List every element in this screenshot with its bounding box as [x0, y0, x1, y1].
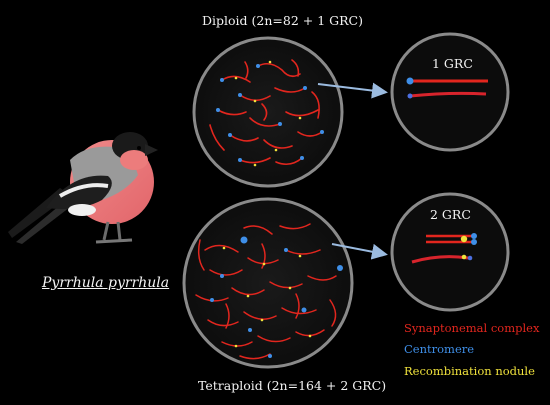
- bullfinch-illustration: [8, 132, 158, 244]
- grc-one-label: 1 GRC: [432, 56, 473, 71]
- species-name: Pyrrhula pyrrhula: [42, 275, 170, 291]
- grc-two-zoom: [390, 192, 510, 312]
- arrow-diploid: [317, 82, 388, 99]
- legend-centromere: Centromere: [404, 342, 475, 356]
- tetraploid-spread: [182, 197, 354, 369]
- tetraploid-label: Tetraploid (2n=164 + 2 GRC): [198, 378, 387, 393]
- diploid-spread: [192, 36, 344, 188]
- legend-recombination-nodule: Recombination nodule: [404, 364, 535, 378]
- recombination-dot: [460, 235, 468, 243]
- grc-one-micrograph: [409, 91, 487, 98]
- arrow-tetraploid: [331, 243, 388, 260]
- diploid-label: Diploid (2n=82 + 1 GRC): [202, 13, 363, 28]
- centromere-dot: [406, 77, 414, 85]
- grc-two-label: 2 GRC: [430, 207, 471, 222]
- grc-one-zoom: [390, 32, 510, 152]
- legend-synaptonemal-complex: Synaptonemal complex: [404, 321, 540, 335]
